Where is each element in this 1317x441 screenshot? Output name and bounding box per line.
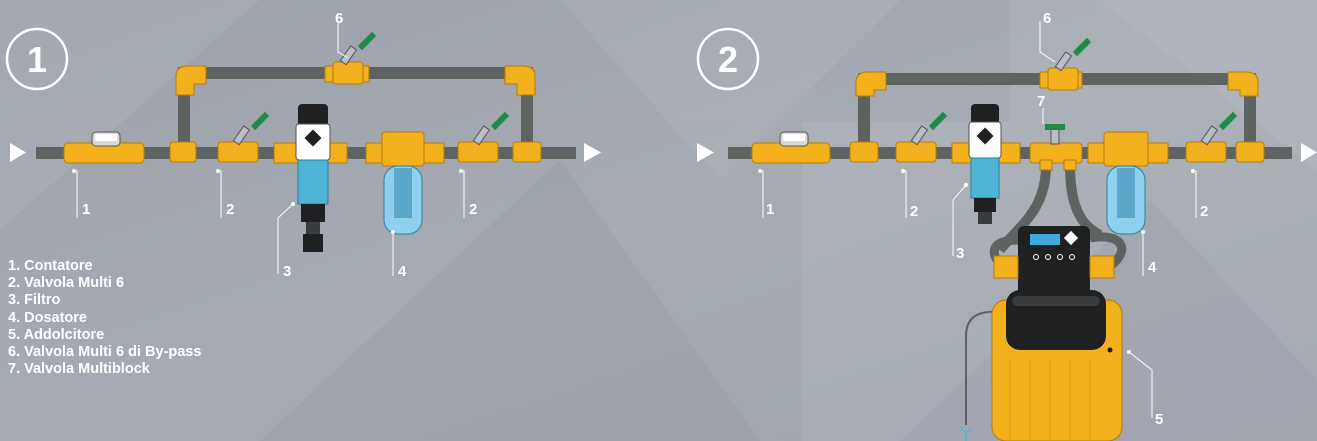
callout-5: 5 (1155, 411, 1163, 428)
diagram-1-callout-dots (72, 169, 463, 234)
callout-3: 3 (283, 263, 291, 280)
callout-6: 6 (1043, 10, 1051, 27)
water-meter (751, 131, 831, 164)
legend-item: 7. Valvola Multiblock (8, 361, 150, 378)
valve-multi6-right (1185, 111, 1238, 163)
bypass-valve (1047, 37, 1092, 91)
diagram-1-badge-number: 1 (27, 39, 47, 80)
callout-4: 4 (398, 263, 407, 280)
flow-out-arrow (1301, 143, 1317, 162)
flow-in-arrow (10, 143, 26, 162)
flow-in-arrow (697, 143, 714, 162)
legend: 1. Contatore 2. Valvola Multi 6 3. Filtr… (8, 258, 201, 378)
legend-item: 1. Contatore (8, 258, 93, 274)
legend-item: 5. Addolcitore (8, 326, 105, 343)
water-meter (63, 131, 145, 164)
diagram-1-badge (5, 27, 69, 91)
callout-7: 7 (1037, 93, 1045, 110)
valve-multi6-left (217, 111, 270, 163)
bypass-fittings (169, 65, 542, 163)
callout-1: 1 (82, 201, 90, 218)
multiblock-valve (1029, 124, 1083, 171)
softener-hose-right (1065, 164, 1103, 240)
drain-line (965, 309, 1011, 425)
legend-item: 4. Dosatore (8, 309, 87, 326)
filter (273, 104, 348, 252)
legend-item: 6. Valvola Multi 6 di By-pass (8, 344, 202, 361)
dosing-unit (1087, 131, 1169, 235)
diagram-2-badge-number: 2 (718, 39, 738, 80)
bypass-valve (332, 31, 377, 85)
callout-4: 4 (1148, 259, 1157, 276)
filter (951, 104, 1021, 224)
dosing-unit (365, 131, 445, 235)
water-softener (991, 226, 1123, 441)
callout-6: 6 (335, 10, 343, 27)
callout-2-right: 2 (1200, 203, 1208, 220)
legend-item: 3. Filtro (8, 292, 61, 309)
callout-2-right: 2 (469, 201, 477, 218)
callout-2-left: 2 (226, 201, 234, 218)
callout-1: 1 (766, 201, 774, 218)
callout-2-left: 2 (910, 203, 918, 220)
diagram-1: 1 (5, 10, 601, 280)
diagram-2: 2 (696, 10, 1317, 441)
background-panel-top (1010, 0, 1317, 122)
legend-item: 2. Valvola Multi 6 (8, 275, 125, 292)
drain-symbol (959, 426, 973, 441)
connector-hose-right (1089, 232, 1126, 270)
diagram-2-callout-dots (758, 169, 1195, 354)
valve-multi6-left (895, 111, 948, 163)
valve-multi6-right (457, 111, 510, 163)
bypass-fittings (849, 71, 1265, 163)
softener-display (1030, 234, 1060, 245)
diagram-2-badge (696, 27, 760, 91)
callout-3: 3 (956, 245, 964, 262)
flow-out-arrow (584, 143, 601, 162)
